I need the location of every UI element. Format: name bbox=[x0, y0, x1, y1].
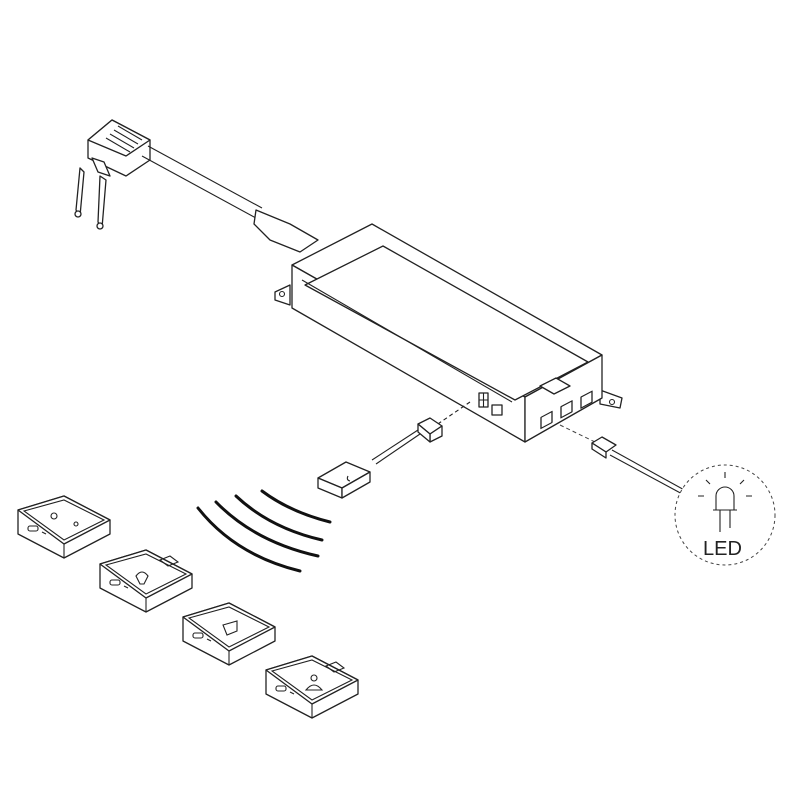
led-connector bbox=[559, 424, 689, 497]
sensor-receiver bbox=[317, 401, 471, 499]
power-plug bbox=[74, 119, 151, 230]
sensor-pad-door bbox=[182, 602, 276, 666]
led-label: LED bbox=[703, 538, 742, 560]
sensor-pad-hand-wave bbox=[99, 549, 193, 613]
led-bulb bbox=[674, 464, 776, 566]
wireless-waves-icon bbox=[196, 489, 332, 573]
power-cable bbox=[141, 145, 319, 253]
sensor-pad-presence bbox=[265, 655, 359, 719]
sensor-pad-dimmer bbox=[17, 495, 111, 559]
driver-box bbox=[274, 223, 623, 443]
